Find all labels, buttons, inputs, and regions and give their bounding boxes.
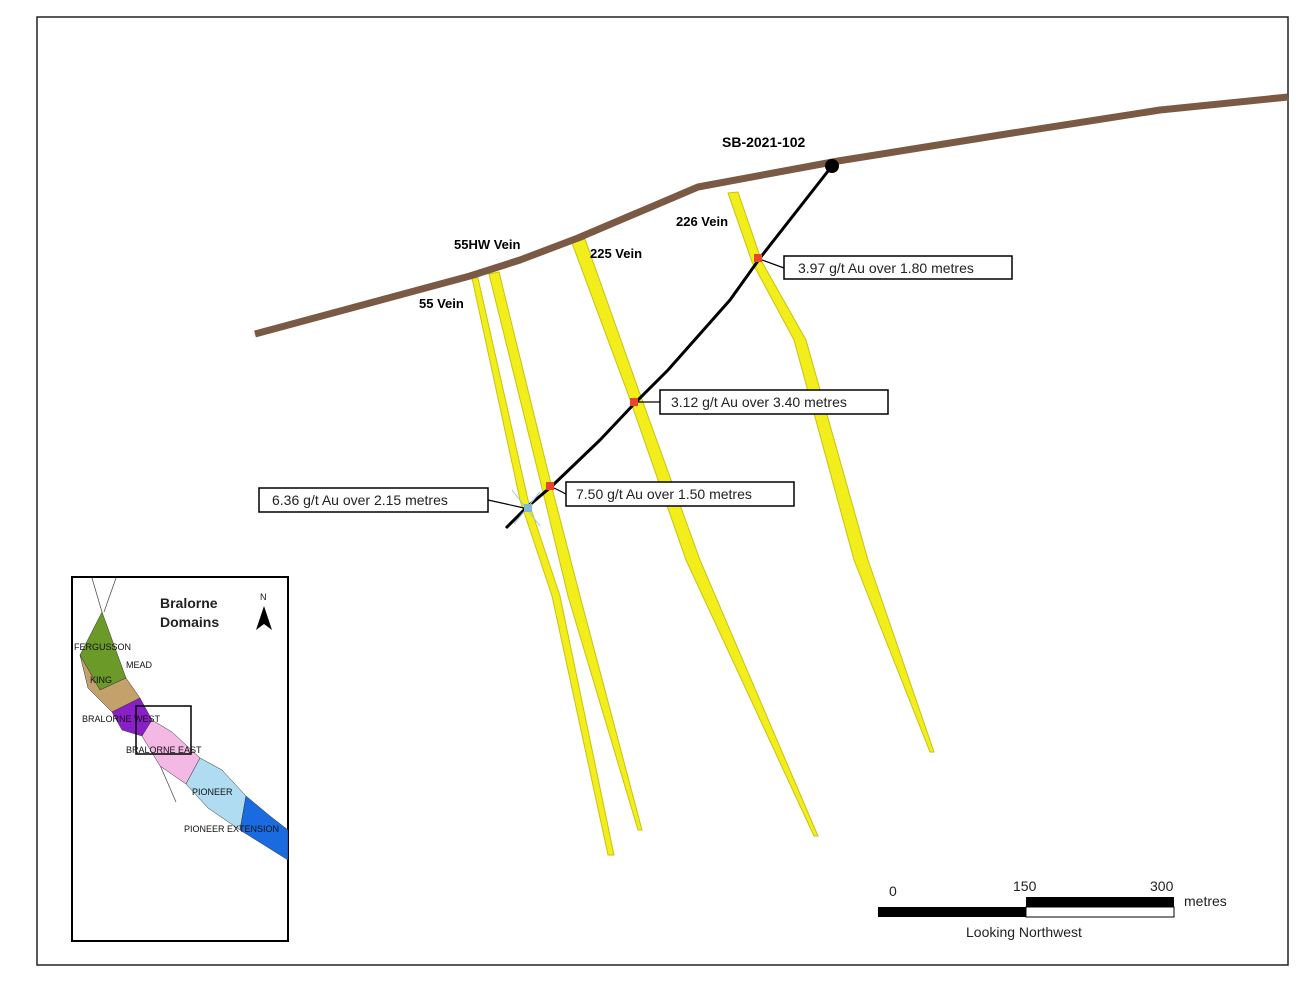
inset-map: Bralorne Domains N FERGUSSON MEAD KING B…: [71, 576, 289, 942]
svg-text:7.50 g/t Au over 1.50 metres: 7.50 g/t Au over 1.50 metres: [576, 486, 752, 502]
svg-text:PIONEER EXTENSION: PIONEER EXTENSION: [184, 824, 279, 834]
domain-pioneer-extension: [239, 795, 289, 861]
svg-text:PIONEER: PIONEER: [192, 787, 233, 797]
svg-text:3.12 g/t Au over 3.40 metres: 3.12 g/t Au over 3.40 metres: [671, 394, 847, 410]
intercept-marker: [630, 398, 638, 406]
inset-location-box: [135, 705, 192, 755]
svg-text:Domains: Domains: [160, 614, 219, 630]
svg-text:BRALORNE EAST: BRALORNE EAST: [126, 745, 202, 755]
north-arrow-icon: [256, 606, 272, 630]
svg-text:0: 0: [889, 883, 897, 899]
vein-label-55: 55 Vein: [419, 296, 464, 311]
intercept-callout: 6.36 g/t Au over 2.15 metres: [258, 487, 525, 513]
drill-hole-collar: [825, 159, 839, 173]
svg-text:metres: metres: [1184, 893, 1227, 909]
vein-225: [571, 238, 819, 837]
vein-55hw: [488, 271, 643, 831]
svg-text:Looking Northwest: Looking Northwest: [966, 924, 1082, 940]
vein-label-226: 226 Vein: [676, 214, 728, 229]
svg-text:150: 150: [1013, 878, 1037, 894]
north-label: N: [260, 592, 267, 602]
scale-bar: 0 150 300 metres Looking Northwest: [878, 878, 1227, 940]
vein-55: [471, 277, 615, 856]
intercept-marker: [546, 482, 554, 490]
intercept-marker: [754, 254, 762, 262]
intercept-callout: 7.50 g/t Au over 1.50 metres: [553, 481, 795, 507]
intercept-callout: 3.12 g/t Au over 3.40 metres: [638, 389, 889, 415]
svg-text:6.36 g/t Au over 2.15 metres: 6.36 g/t Au over 2.15 metres: [272, 492, 448, 508]
svg-text:MEAD: MEAD: [126, 660, 153, 670]
intercept-marker-alt: [511, 489, 541, 527]
svg-text:3.97 g/t Au over 1.80 metres: 3.97 g/t Au over 1.80 metres: [798, 260, 974, 276]
vein-label-55hw: 55HW Vein: [454, 237, 521, 252]
drill-hole-label: SB-2021-102: [722, 134, 805, 150]
svg-text:KING: KING: [90, 675, 112, 685]
topography-line: [254, 93, 1289, 338]
svg-text:300: 300: [1150, 878, 1174, 894]
intercept-callout: 3.97 g/t Au over 1.80 metres: [761, 255, 1013, 280]
svg-text:FERGUSSON: FERGUSSON: [74, 642, 131, 652]
svg-text:BRALORNE WEST: BRALORNE WEST: [82, 714, 161, 724]
vein-label-225: 225 Vein: [590, 246, 642, 261]
svg-text:Bralorne: Bralorne: [160, 595, 218, 611]
vein-226: [727, 191, 935, 753]
